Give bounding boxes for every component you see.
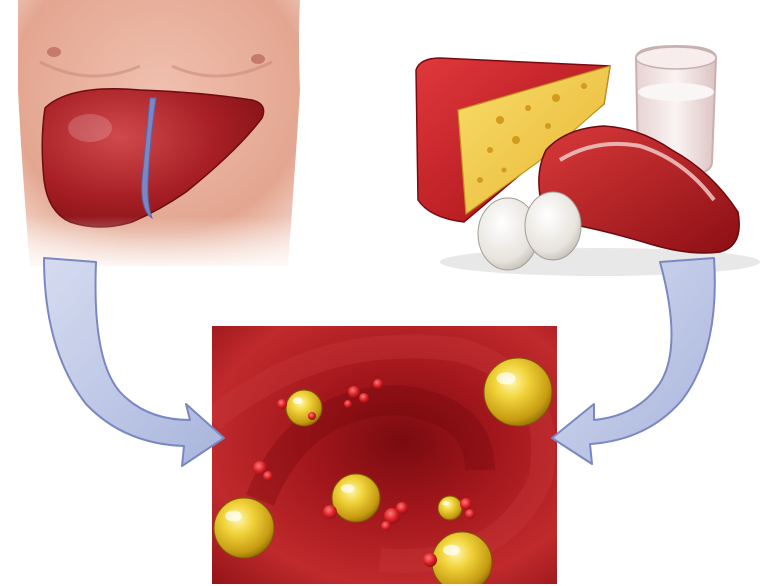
lipid-globule-highlight xyxy=(225,511,242,522)
liver-to-blood-arrow[interactable] xyxy=(44,258,224,466)
red-blood-cell xyxy=(344,400,352,408)
lipid-globule-highlight xyxy=(442,501,449,505)
red-blood-cell xyxy=(308,412,316,420)
lipid-globule-highlight xyxy=(341,484,354,493)
red-blood-cell xyxy=(359,393,369,403)
red-blood-cell xyxy=(323,505,337,519)
red-blood-cell xyxy=(348,386,360,398)
red-blood-cell xyxy=(465,509,475,519)
red-blood-cell xyxy=(263,471,273,481)
dietary-foods-illustration xyxy=(416,46,760,276)
lipid-globule xyxy=(214,498,274,558)
lipid-globule-highlight xyxy=(443,545,460,556)
blood-vessel-panel xyxy=(212,326,557,586)
liver-torso-illustration xyxy=(15,0,305,270)
red-blood-cell xyxy=(396,502,408,514)
lipid-globule xyxy=(484,358,552,426)
red-blood-cell xyxy=(460,498,472,510)
lipid-globule xyxy=(438,496,462,520)
red-blood-cell xyxy=(381,521,391,531)
torso-fade xyxy=(15,0,305,270)
lipid-globule-highlight xyxy=(293,398,303,404)
lipid-globule xyxy=(432,532,492,586)
red-blood-cell xyxy=(373,379,383,389)
red-blood-cell xyxy=(277,399,287,409)
foods-to-blood-arrow[interactable] xyxy=(552,258,715,464)
lipid-globule-highlight xyxy=(497,372,516,384)
lipid-globule xyxy=(286,390,322,426)
lipid-globule xyxy=(332,474,380,522)
red-blood-cell xyxy=(423,553,437,567)
